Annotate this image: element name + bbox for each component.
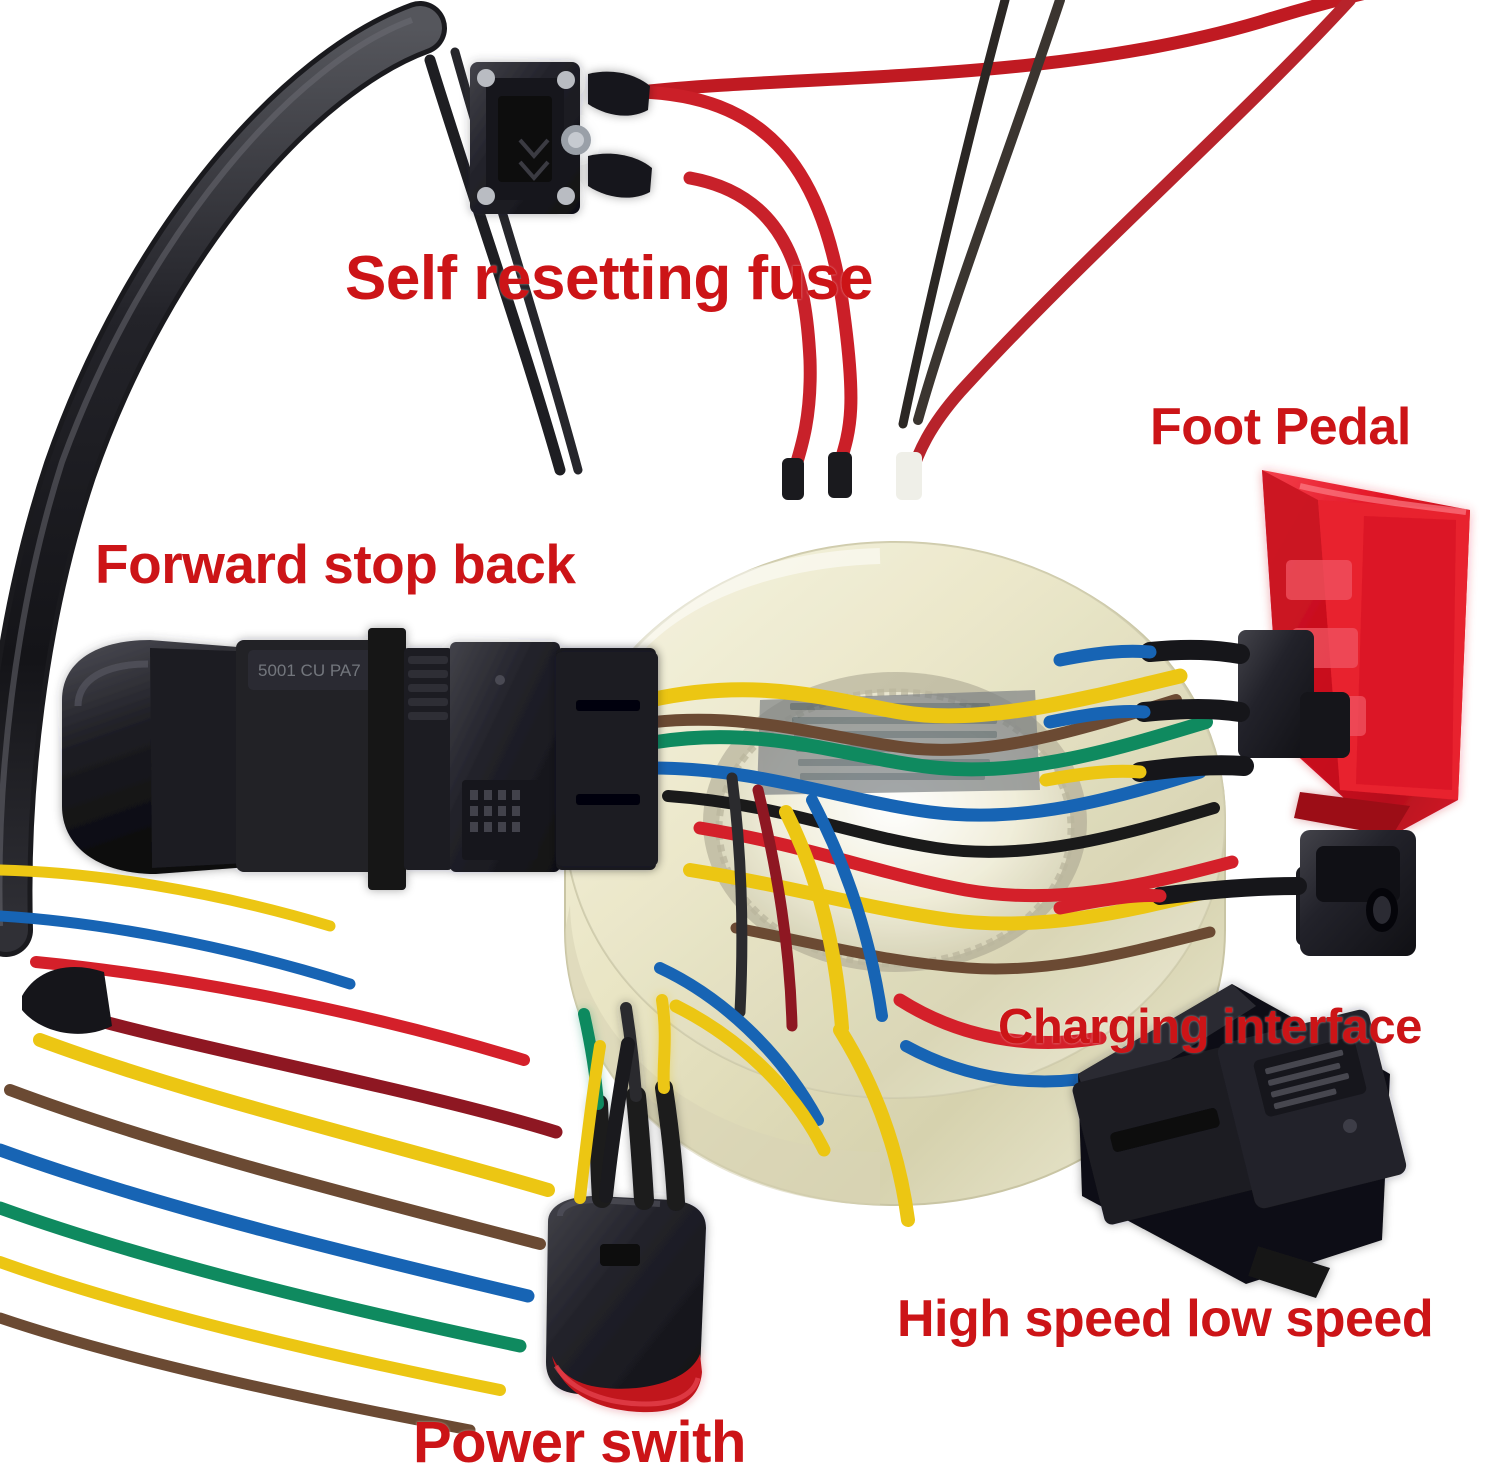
harness-wires-center [642,668,1239,1227]
wires-exit-lower-center [574,1037,635,1204]
joystick-connector-block[interactable] [556,652,658,866]
high-low-speed-switch-component[interactable] [1071,984,1408,1298]
svg-text:5001 CU PA7: 5001 CU PA7 [258,661,361,680]
wire-terminals-top [782,452,922,500]
conduit-sleeve [0,1,447,957]
label-foot-pedal: Foot Pedal [1150,398,1411,456]
label-charging-interface: Charging interface [998,1000,1422,1054]
label-power-switch: Power swith [413,1410,746,1475]
foot-pedal-connectors[interactable] [1039,630,1416,956]
charging-port-socket[interactable] [1300,830,1416,956]
red-power-wires [424,0,1365,485]
label-forward-stop-back: Forward stop back [95,533,576,595]
label-high-speed-low-speed: High speed low speed [897,1290,1434,1348]
wire-fanout-lower-left [0,864,563,1436]
self-resetting-fuse-component[interactable] [470,62,652,214]
wire-sleeve-collar [22,966,112,1034]
label-self-resetting-fuse: Self resetting fuse [345,244,873,313]
